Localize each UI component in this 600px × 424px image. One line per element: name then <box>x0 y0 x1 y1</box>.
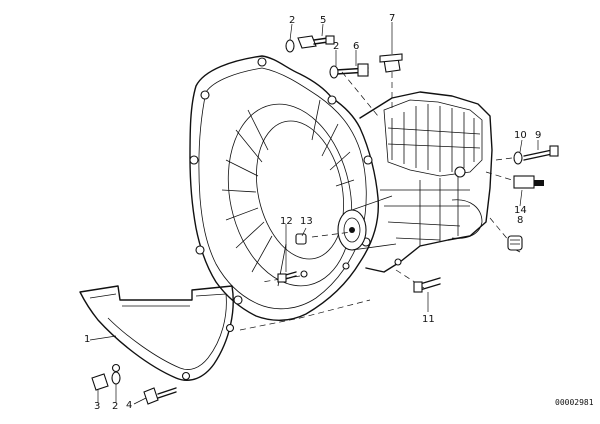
bolt-9-right <box>523 145 559 161</box>
callout-2-mid: 2 <box>333 41 339 52</box>
bottom-fasteners <box>91 371 177 405</box>
catalog-number: 00002981 <box>555 398 594 407</box>
callout-9-right: 9 <box>535 130 541 141</box>
bolt-11-bottom <box>413 277 441 293</box>
callout-4-bottom: 4 <box>126 400 132 411</box>
callout-14-right: 14 <box>514 205 527 216</box>
callout-11-bottom: 11 <box>422 314 435 325</box>
breather-7-top <box>379 53 403 73</box>
dowel-13-mid <box>295 233 307 245</box>
callout-3-bottom: 3 <box>94 401 100 412</box>
callout-5-top: 5 <box>320 15 326 26</box>
callout-2-bottom: 2 <box>112 401 118 412</box>
washer-10-right <box>513 151 523 165</box>
callout-8-right: 8 <box>517 215 523 226</box>
sensor-14-right <box>513 175 544 189</box>
bolt-6-top <box>329 63 369 79</box>
bolt-5-top <box>297 35 335 49</box>
callout-12-mid: 12 <box>280 216 293 227</box>
callout-10-right: 10 <box>514 130 527 141</box>
callout-6-top: 6 <box>353 41 359 52</box>
callout-2-top: 2 <box>289 15 295 26</box>
callout-13-mid: 13 <box>300 216 313 227</box>
transmission-housing <box>189 55 521 331</box>
plug-8-right <box>507 235 523 251</box>
callout-7-top: 7 <box>389 13 395 24</box>
washer-2-top <box>285 39 295 53</box>
leader-lines <box>89 22 539 405</box>
dust-cover-plate <box>79 285 235 382</box>
callout-1: 1 <box>84 334 90 345</box>
bolt-12-mid <box>277 271 297 283</box>
